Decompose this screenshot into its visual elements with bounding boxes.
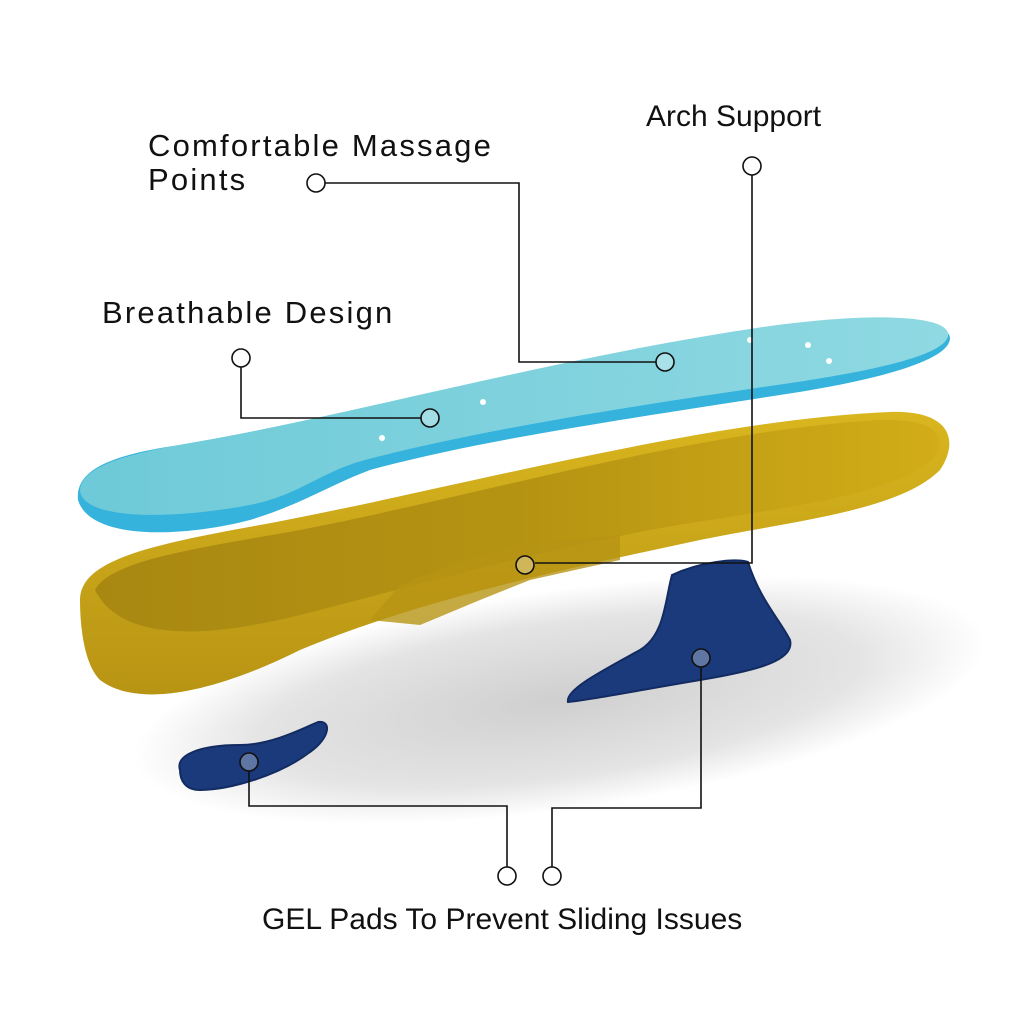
heel-gel-point-icon (239, 752, 259, 772)
breathable-label: Breathable Design (102, 295, 395, 330)
gel-pads-label: GEL Pads To Prevent Sliding Issues (262, 903, 743, 936)
heel-gel-pad (178, 720, 328, 792)
top-layer (77, 317, 950, 533)
arch-gel-pad (566, 559, 792, 704)
massage-point-icon (655, 352, 675, 372)
arch-gel-point-icon (691, 648, 711, 668)
arch-point-icon (515, 555, 535, 575)
breathable-point-icon (420, 408, 440, 428)
gel-marker-right-icon (542, 866, 562, 886)
massage-marker-icon (306, 173, 326, 193)
arch-support-label: Arch Support (646, 100, 822, 133)
callout-markers (231, 156, 762, 886)
callout-lines (240, 175, 753, 867)
massage-label-line1: Comfortable Massage (148, 128, 494, 163)
breathable-marker-icon (231, 348, 251, 368)
arch-marker-icon (742, 156, 762, 176)
massage-label-line2: Points (148, 162, 248, 197)
base-layer (80, 411, 950, 695)
gel-marker-left-icon (497, 866, 517, 886)
